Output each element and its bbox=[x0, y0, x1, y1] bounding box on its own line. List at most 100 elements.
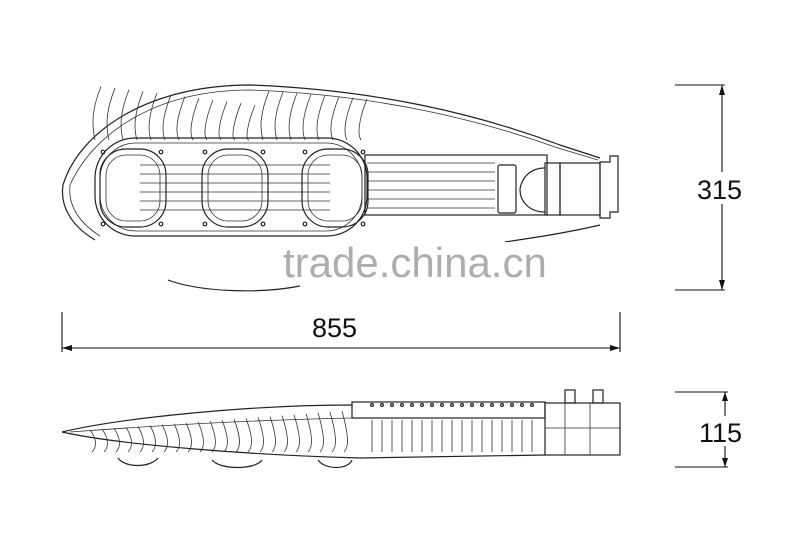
side-rib bbox=[173, 423, 180, 453]
rib bbox=[148, 92, 158, 141]
side-fin-screw bbox=[500, 403, 505, 408]
lens-screw bbox=[202, 221, 208, 227]
lens-screw bbox=[302, 221, 308, 227]
label-plate bbox=[497, 164, 517, 214]
side-fin-screw bbox=[529, 403, 534, 408]
side-fin-screw bbox=[410, 403, 415, 408]
lens-screw bbox=[202, 149, 208, 155]
rib bbox=[344, 97, 354, 141]
rib bbox=[274, 92, 284, 141]
side-fin-screw bbox=[480, 403, 485, 408]
lens-inner bbox=[207, 154, 263, 222]
side-fin-screw bbox=[519, 403, 524, 408]
lens-inner bbox=[105, 154, 161, 222]
side-rib bbox=[149, 425, 156, 453]
lens-bottom-arc bbox=[167, 279, 301, 292]
side-fin-screw bbox=[430, 403, 435, 408]
clamp-bolt-2 bbox=[592, 389, 604, 404]
side-fin-screw bbox=[420, 403, 425, 408]
lens-screw bbox=[100, 149, 106, 155]
side-rib bbox=[137, 426, 144, 453]
side-rib bbox=[113, 427, 120, 453]
rib bbox=[246, 104, 256, 141]
side-view: 115 bbox=[61, 389, 753, 469]
lens-screw bbox=[260, 149, 266, 155]
dim-115-arrows bbox=[722, 392, 728, 467]
lens-screw bbox=[302, 149, 308, 155]
driver-fins bbox=[367, 162, 495, 209]
lens-screw bbox=[260, 221, 266, 227]
rib bbox=[288, 93, 298, 141]
side-body-top bbox=[61, 404, 353, 433]
side-rib bbox=[233, 419, 240, 453]
side-body-midline bbox=[69, 417, 353, 433]
rib bbox=[260, 90, 270, 141]
rib bbox=[232, 103, 242, 141]
lens-screw bbox=[360, 149, 366, 155]
led-lenses bbox=[99, 148, 369, 228]
side-fin-screw bbox=[380, 403, 385, 408]
lens-inner bbox=[307, 154, 363, 222]
watermark: trade.china.cn bbox=[283, 239, 547, 286]
side-rib bbox=[329, 411, 336, 453]
side-rib bbox=[161, 424, 168, 453]
pole-socket bbox=[599, 155, 619, 219]
side-fin-screw bbox=[400, 403, 405, 408]
side-rib bbox=[269, 416, 276, 453]
lens-outer bbox=[201, 148, 269, 228]
cable-gland bbox=[519, 167, 546, 213]
lens-screw bbox=[100, 221, 106, 227]
side-rib bbox=[89, 429, 96, 453]
side-rib bbox=[257, 417, 264, 453]
housing-inner-outline bbox=[69, 89, 599, 237]
side-fin-screw bbox=[440, 403, 445, 408]
height-dimension-label: 315 bbox=[697, 175, 742, 205]
clamp-bolt-1 bbox=[564, 389, 576, 404]
side-rib bbox=[209, 420, 216, 453]
rib bbox=[134, 91, 144, 141]
side-rib bbox=[293, 414, 300, 453]
lens-screw bbox=[158, 149, 164, 155]
side-rib bbox=[317, 412, 324, 453]
rib bbox=[176, 96, 186, 141]
side-fin-screw bbox=[390, 403, 395, 408]
side-fin-screw bbox=[470, 403, 475, 408]
length-dimension-label: 855 bbox=[312, 313, 357, 343]
module-fins bbox=[140, 164, 330, 211]
side-rib bbox=[341, 410, 348, 453]
side-fin-screw bbox=[450, 403, 455, 408]
led-module-frame bbox=[94, 137, 368, 237]
side-rib bbox=[185, 422, 192, 453]
side-clamp bbox=[544, 402, 621, 456]
housing-neck-bottom bbox=[504, 224, 601, 243]
side-body-bottom bbox=[61, 431, 546, 459]
top-view: trade.china.cn 315 855 bbox=[61, 84, 751, 352]
rib bbox=[302, 94, 312, 141]
side-fin-screw bbox=[370, 403, 375, 408]
side-fin-screw bbox=[460, 403, 465, 408]
rib bbox=[120, 89, 130, 141]
side-lens-bumps bbox=[117, 457, 353, 469]
rib bbox=[106, 87, 116, 141]
side-rib bbox=[305, 413, 312, 453]
side-fin-screw bbox=[490, 403, 495, 408]
lens-outer bbox=[301, 148, 369, 228]
rib bbox=[330, 96, 340, 141]
rib bbox=[316, 95, 326, 141]
lens-outer bbox=[99, 148, 167, 228]
heatsink-ribs bbox=[92, 86, 368, 141]
side-rib bbox=[125, 427, 132, 453]
side-rib bbox=[221, 419, 228, 453]
driver-box bbox=[364, 154, 548, 216]
side-fins bbox=[370, 403, 534, 452]
side-rib bbox=[101, 428, 108, 453]
side-rib bbox=[281, 415, 288, 453]
housing-outline bbox=[61, 84, 601, 241]
watermark-band bbox=[80, 242, 520, 276]
pole-clamp-2 bbox=[559, 162, 601, 216]
side-height-dimension-label: 115 bbox=[699, 418, 742, 448]
rib bbox=[358, 98, 368, 141]
lens-screw bbox=[158, 221, 164, 227]
side-fin-screw bbox=[510, 403, 515, 408]
side-ribs bbox=[89, 410, 348, 453]
